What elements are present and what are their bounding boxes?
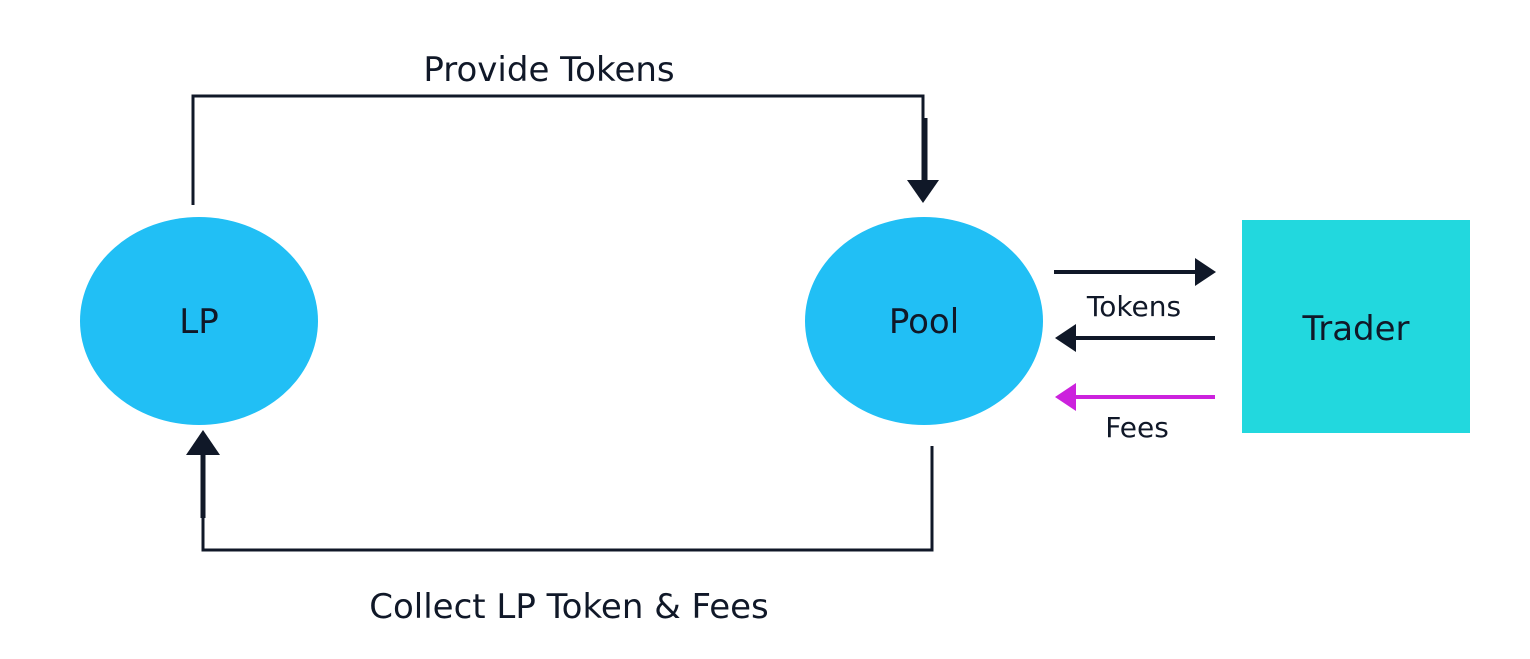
lp-node: LP bbox=[80, 217, 318, 425]
trader-node: Trader bbox=[1242, 220, 1470, 433]
tokens-label: Tokens bbox=[1086, 290, 1181, 323]
collect-arrowhead bbox=[186, 430, 220, 455]
tokens-to-trader-arrowhead bbox=[1195, 258, 1216, 286]
tokens-to-pool-arrowhead bbox=[1055, 324, 1076, 352]
collect-edge: Collect LP Token & Fees bbox=[186, 430, 934, 627]
provide-tokens-label: Provide Tokens bbox=[423, 50, 674, 90]
provide-tokens-edge: Provide Tokens bbox=[191, 50, 939, 205]
fees-label: Fees bbox=[1105, 411, 1169, 444]
lp-label: LP bbox=[179, 302, 218, 342]
trader-box bbox=[1242, 220, 1470, 433]
tokens-to-trader-edge bbox=[1054, 258, 1216, 286]
pool-node: Pool bbox=[805, 217, 1043, 425]
collect-label: Collect LP Token & Fees bbox=[369, 587, 769, 627]
provide-tokens-arrowhead bbox=[907, 180, 939, 203]
tokens-to-pool-edge bbox=[1055, 324, 1215, 352]
provide-tokens-line bbox=[191, 94, 925, 205]
fees-edge bbox=[1055, 383, 1215, 411]
trader-label: Trader bbox=[1301, 309, 1409, 349]
pool-label: Pool bbox=[889, 302, 959, 342]
lp-circle bbox=[80, 217, 318, 425]
collect-line bbox=[201, 446, 934, 552]
fees-arrowhead bbox=[1055, 383, 1076, 411]
pool-circle bbox=[805, 217, 1043, 425]
